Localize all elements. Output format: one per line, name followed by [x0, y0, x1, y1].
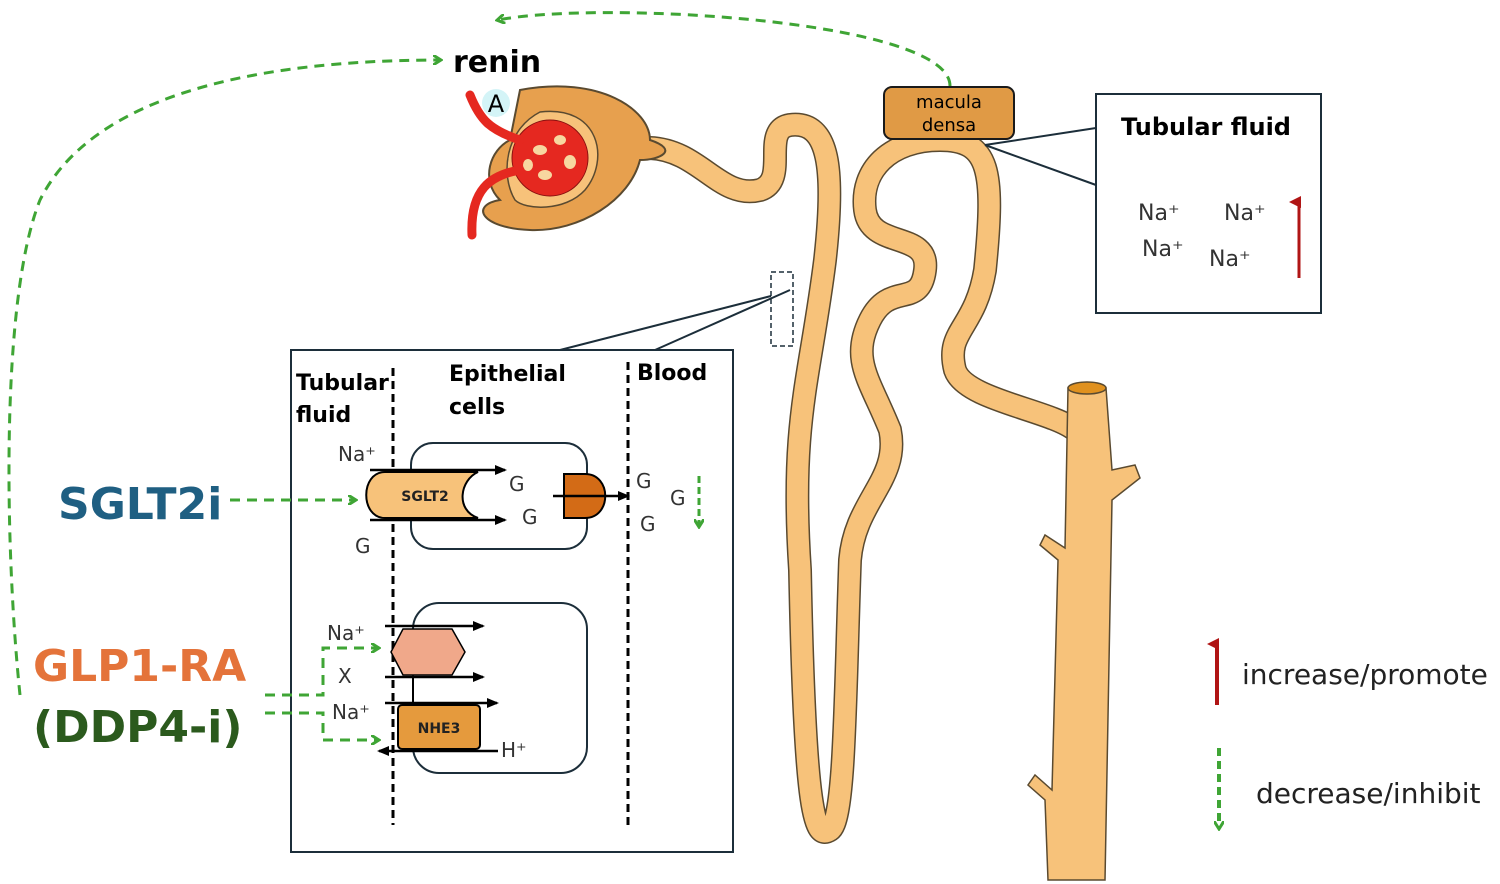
macula-densa-label-line2: densa: [922, 115, 976, 136]
legend-decrease-label: decrease/inhibit: [1256, 777, 1481, 810]
blood-g-decrease: G: [670, 486, 686, 510]
sglt2-transporter: [365, 471, 479, 519]
header-epithelial-line1: Epithelial: [449, 362, 566, 387]
nhe3-transporter: [397, 704, 481, 750]
sglt2-g-out-1: G: [509, 472, 525, 496]
header-epithelial-line2: cells: [449, 395, 505, 420]
tubular-fluid-title: Tubular fluid: [1121, 113, 1291, 141]
nhe3-na-1: Na⁺: [327, 621, 365, 645]
sglt2-label: SGLT2: [401, 489, 448, 505]
glp1-nhe3-arrow: [265, 711, 378, 740]
zoom-region-box: [770, 271, 794, 347]
macula-densa-label-line1: macula: [916, 92, 982, 113]
drug-sglt2i: SGLT2i: [58, 479, 222, 530]
header-tubular-fluid-line1: Tubular: [296, 371, 389, 396]
blood-g-2: G: [640, 512, 656, 536]
macula-to-renin-arrow: [498, 11, 952, 87]
cell-transport-panel: Tubular fluid Epithelial cells Blood SGL…: [290, 289, 791, 853]
header-blood: Blood: [637, 361, 707, 386]
collecting-duct: [1027, 387, 1141, 881]
macula-densa-box: [883, 86, 1015, 140]
drug-dpp4-i: (DDP4-i): [33, 702, 242, 753]
na-ion: Na⁺: [1209, 247, 1251, 272]
legend: increase/promote decrease/inhibit: [1207, 638, 1488, 828]
afferent-marker: A: [488, 90, 505, 118]
renin-label: renin: [453, 45, 541, 80]
sglt2-g-in: G: [355, 534, 371, 558]
nhe3-na-2: Na⁺: [332, 700, 370, 724]
header-tubular-fluid-line2: fluid: [296, 403, 351, 428]
afferent-marker-circle: [482, 89, 510, 117]
na-ion: Na⁺: [1142, 237, 1184, 262]
sglt2-g-out-2: G: [522, 505, 538, 529]
sglt2-na-in: Na⁺: [338, 442, 376, 466]
glomerulus: A: [465, 85, 667, 240]
legend-increase-label: increase/promote: [1242, 658, 1488, 691]
hexagon-cotransporter: [390, 628, 466, 676]
nephron-tubule: [638, 112, 1141, 881]
nhe3-x: X: [338, 664, 352, 688]
nhe3-label: NHE3: [418, 721, 461, 737]
tubular-fluid-panel: Tubular fluid Na⁺ Na⁺ Na⁺ Na⁺: [984, 93, 1322, 314]
nhe3-h-out: H⁺: [501, 738, 527, 762]
glp1-to-renin-arrow: [7, 60, 440, 696]
drug-glp1-ra: GLP1-RA: [33, 641, 246, 692]
na-ion: Na⁺: [1224, 201, 1266, 226]
blood-g-1: G: [636, 469, 652, 493]
na-ion: Na⁺: [1138, 201, 1180, 226]
